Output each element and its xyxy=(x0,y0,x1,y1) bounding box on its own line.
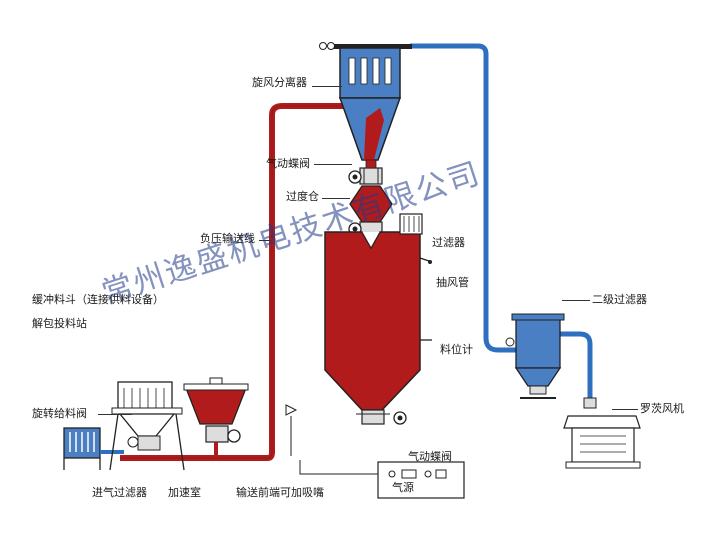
label-cyclone: 旋风分离器 xyxy=(252,76,307,89)
front-suction-nozzle xyxy=(285,404,298,456)
inlet-filter xyxy=(63,427,124,470)
pointer-bin xyxy=(322,198,350,199)
label-air-source: 气源 xyxy=(392,481,414,494)
secondary-filter xyxy=(505,313,565,399)
label-negative-line: 负压输送线 xyxy=(200,232,255,245)
label-level-gauge: 料位计 xyxy=(440,343,473,356)
pointer-negative-line xyxy=(259,240,271,241)
cyclone-separator xyxy=(319,42,412,161)
label-inlet-filter: 进气过滤器 xyxy=(92,486,147,499)
label-unpacking-station: 解包投料站 xyxy=(32,317,87,330)
label-front-suction-nozzle: 输送前端可加吸嘴 xyxy=(236,486,324,499)
pointer-secondary-filter xyxy=(562,300,590,301)
label-pneumatic-valve-bottom: 气动蝶阀 xyxy=(408,450,452,463)
air-source-box xyxy=(299,460,465,499)
label-transition-bin: 过度仓 xyxy=(286,190,319,203)
pointer-valve-top xyxy=(314,164,352,165)
pneumatic-valve-bottom xyxy=(356,409,407,425)
pointer-rotary-valve xyxy=(98,414,132,415)
pneumatic-valve-top xyxy=(348,159,383,185)
pointer-roots-blower xyxy=(612,409,638,410)
label-filter: 过滤器 xyxy=(432,236,465,249)
buffer-hopper xyxy=(183,377,249,458)
roots-blower xyxy=(563,397,641,469)
label-suction-pipe: 抽风管 xyxy=(436,276,469,289)
pointer-cyclone xyxy=(312,86,342,87)
air-return-pipe xyxy=(410,43,516,353)
label-acceleration-chamber: 加速室 xyxy=(168,486,201,499)
label-secondary-filter: 二级过滤器 xyxy=(592,293,647,306)
unpacking-station xyxy=(109,381,185,471)
label-buffer-hopper: 缓冲料斗（连接供料设备） xyxy=(32,293,164,306)
label-pneumatic-valve-top: 气动蝶阀 xyxy=(266,157,310,170)
label-rotary-valve: 旋转给料阀 xyxy=(32,407,87,420)
main-silo xyxy=(324,213,433,411)
label-roots-blower: 罗茨风机 xyxy=(640,402,684,415)
blower-pipe xyxy=(560,331,593,400)
